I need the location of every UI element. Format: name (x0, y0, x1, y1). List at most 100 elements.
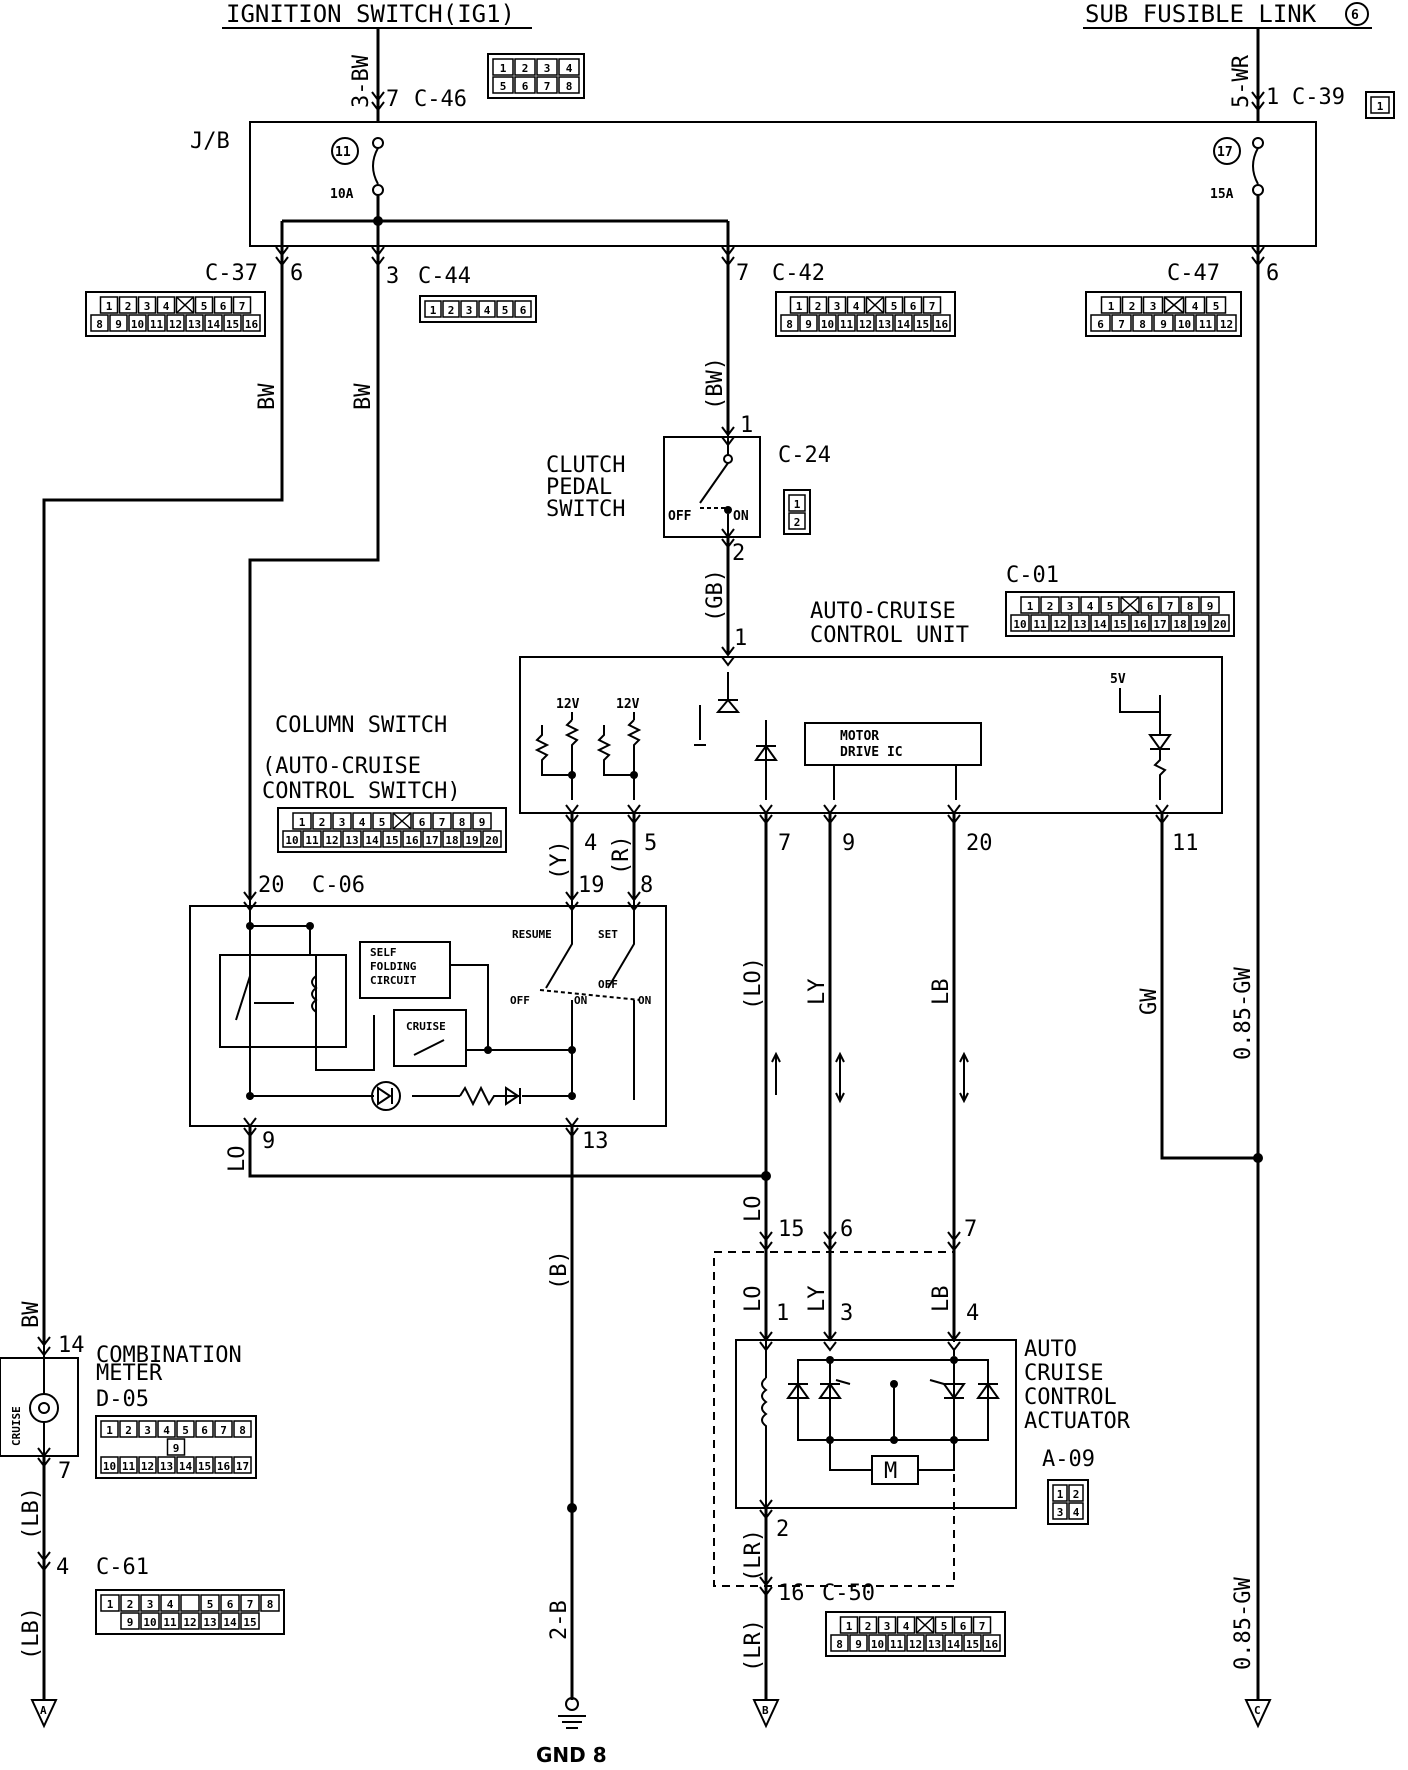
connector-cell (119, 1456, 138, 1474)
connector-c01-label: C-01 (1006, 563, 1059, 588)
connector-pin-number: 4 (566, 62, 573, 75)
connector-outline (1005, 591, 1235, 637)
wire-label-lb-2: (LB) (19, 1607, 44, 1660)
connector-pin-chevron (1251, 91, 1265, 112)
wire-label-5-wr: 5-WR (1229, 54, 1254, 108)
connector-pin-number: 2 (1073, 1488, 1080, 1501)
connector-cell (788, 512, 806, 530)
pin-c42: 7 (736, 261, 749, 286)
connector-pin-number: 3 (466, 304, 473, 317)
connector-cell (514, 300, 532, 318)
connector-cell (558, 76, 580, 94)
connector-d05-label: D-05 (96, 1387, 149, 1412)
connector-pin-number: 6 (960, 1620, 967, 1633)
connector-pin-number: 8 (1139, 318, 1146, 331)
connector-cell (1130, 614, 1150, 632)
self-folding-label-2: FOLDING (370, 960, 417, 973)
connector-outline (1085, 291, 1242, 337)
connector-pin-number: 3 (339, 816, 346, 829)
pin-meter-7: 7 (58, 1459, 71, 1484)
connector-outline (825, 1611, 1006, 1657)
connector-pin-chevron (759, 1231, 773, 1252)
wire-label-ly-act: LY (805, 1286, 830, 1313)
pin-act-2: 2 (776, 1517, 789, 1542)
connector-pin-chevron (759, 1331, 773, 1352)
connector-cell (128, 314, 147, 332)
connector-pin-number: 2 (448, 304, 455, 317)
connector-pin-number: 1 (1377, 100, 1384, 113)
set-label: SET (598, 928, 618, 941)
actuator-title-3: CONTROL (1024, 1385, 1117, 1410)
connector-cell (1184, 296, 1206, 314)
connector-cell (392, 812, 412, 830)
connector-pin-number: 18 (1173, 618, 1186, 631)
wire-label-gw: GW (1137, 988, 1162, 1015)
connector-cell (818, 314, 837, 332)
clutch-off-label: OFF (668, 509, 692, 524)
pin-meter-14: 14 (58, 1333, 85, 1358)
connector-pin-number: 20 (485, 834, 498, 847)
connector-c24-face: 12 (783, 489, 811, 535)
fusible-link-number: 6 (1351, 8, 1359, 23)
connector-pin-chevron (721, 646, 735, 667)
connector-cell (1121, 296, 1143, 314)
connector-pin-number: 10 (143, 1616, 156, 1629)
connector-pin-chevron (721, 426, 735, 447)
connector-cell (442, 300, 460, 318)
connector-pin-chevron (947, 1331, 961, 1352)
connector-cell (846, 296, 866, 314)
connector-pin-number: 6 (910, 300, 917, 313)
column-switch-title-1: COLUMN SWITCH (275, 713, 447, 738)
connector-pin-chevron (947, 804, 961, 825)
connector-pin-number: 14 (897, 318, 911, 331)
connector-cell (322, 830, 342, 848)
connector-cell (99, 296, 119, 314)
connector-pin-number: 6 (1097, 318, 1104, 331)
connector-pin-chevron (759, 1576, 773, 1597)
column-switch-title-3: CONTROL SWITCH) (262, 779, 461, 804)
connector-cell (1370, 96, 1390, 114)
wire-label-lb-act: LB (929, 1286, 954, 1313)
connector-pin-number: 3 (144, 1424, 151, 1437)
connector-cell (1090, 614, 1110, 632)
connector-pin-chevron (243, 1117, 257, 1138)
connector-cell (1050, 614, 1070, 632)
pin-act-4: 4 (966, 1301, 979, 1326)
connector-pin-number: 15 (243, 1616, 256, 1629)
connector-pin-number: 2 (319, 816, 326, 829)
connector-c46-label: C-46 (414, 87, 467, 112)
connector-pin-number: 3 (1067, 600, 1074, 613)
connector-pin-number: 4 (163, 1424, 170, 1437)
terminal-c-label: C (1254, 1704, 1261, 1717)
connector-cell (1068, 1484, 1084, 1502)
self-folding-label-1: SELF (370, 946, 397, 959)
connector-pin-chevron (823, 1331, 837, 1352)
connector-cell (166, 314, 185, 332)
connector-cell (1174, 314, 1195, 332)
connector-cell (119, 1420, 138, 1438)
pin-unit-20: 20 (966, 831, 993, 856)
connector-pin-number: 17 (1153, 618, 1166, 631)
actuator-title-1: AUTO (1024, 1337, 1077, 1362)
connector-cell (1040, 596, 1060, 614)
connector-pin-number: 10 (131, 318, 144, 331)
connector-c42-label: C-42 (772, 261, 825, 286)
sub-fusible-link-label: SUB FUSIBLE LINK (1085, 0, 1317, 28)
connector-cell (157, 1420, 176, 1438)
connector-pin-number: 16 (985, 1638, 999, 1651)
wire-label-r: (R) (609, 835, 634, 875)
connector-pin-number: 13 (345, 834, 358, 847)
connector-pin-chevron (627, 891, 641, 912)
wire-label-bw-left: BW (255, 383, 280, 410)
connector-pin-number: 1 (430, 304, 437, 317)
connector-pin-number: 10 (871, 1638, 884, 1651)
connector-cell (1190, 614, 1210, 632)
connector-cell (558, 58, 580, 76)
connector-pin-number: 6 (1147, 600, 1154, 613)
connector-pin-number: 14 (223, 1616, 237, 1629)
connector-cell (214, 1456, 233, 1474)
